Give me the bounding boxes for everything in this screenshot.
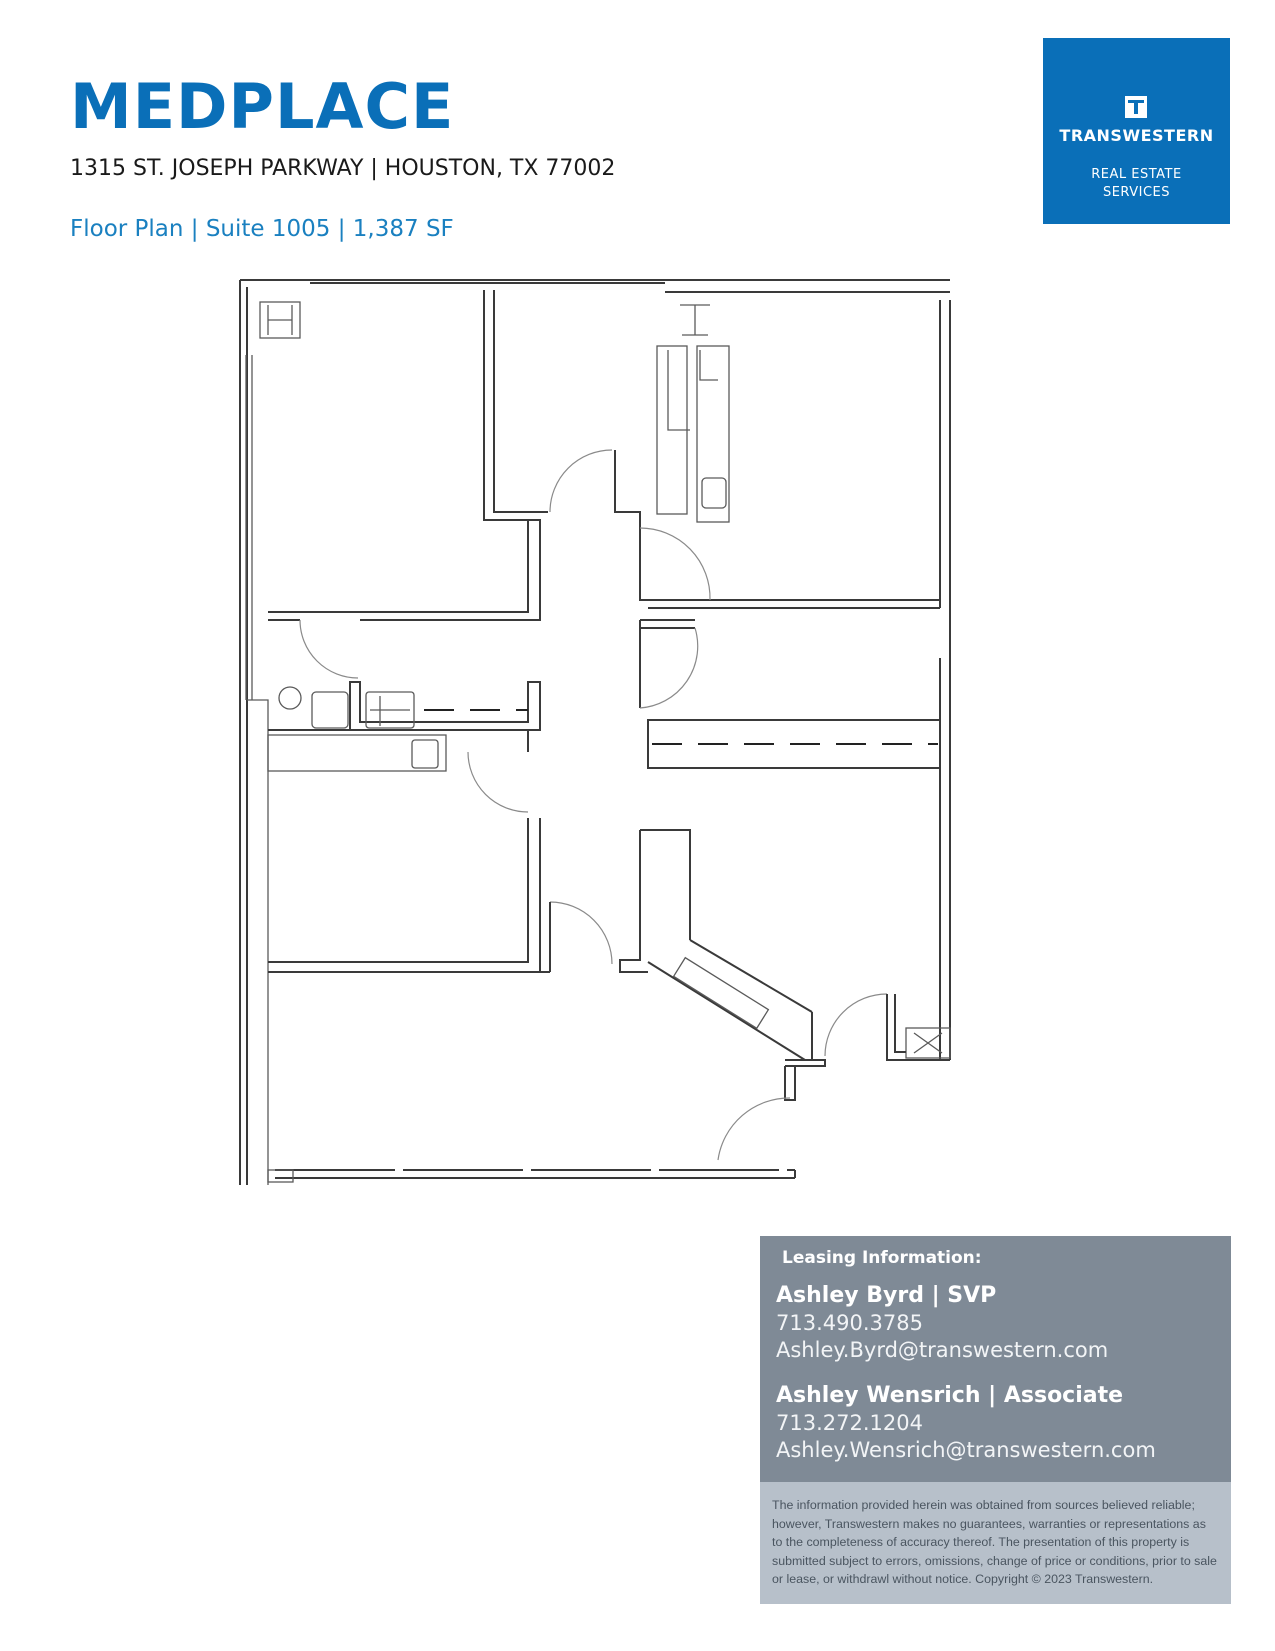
disclaimer-text: The information provided herein was obta… — [760, 1482, 1231, 1604]
property-address: 1315 ST. JOSEPH PARKWAY | HOUSTON, TX 77… — [70, 156, 616, 181]
office-lower-center — [540, 829, 826, 1101]
logo-tagline: REAL ESTATE SERVICES — [1043, 166, 1230, 202]
counter-right — [647, 719, 941, 769]
office-top-left — [268, 519, 541, 679]
contact-email: Ashley.Byrd@transwestern.com — [776, 1338, 1109, 1362]
contact-card: Ashley Byrd | SVP 713.490.3785 Ashley.By… — [776, 1282, 1108, 1364]
contact-email: Ashley.Wensrich@transwestern.com — [776, 1438, 1156, 1462]
contact-name: Ashley Wensrich | Associate — [776, 1383, 1124, 1408]
logo-tagline-line-1: REAL ESTATE — [1091, 167, 1182, 182]
leasing-information-panel: Leasing Information: Ashley Byrd | SVP 7… — [760, 1236, 1231, 1482]
contact-phone: 713.272.1204 — [776, 1411, 923, 1435]
logo-brand-name: TRANSWESTERN — [1059, 126, 1214, 145]
columns — [259, 301, 951, 1183]
contact-name: Ashley Byrd | SVP — [776, 1283, 997, 1308]
office-lower-left — [268, 730, 541, 973]
office-top-middle — [483, 290, 641, 521]
contact-phone: 713.490.3785 — [776, 1311, 923, 1335]
transwestern-logo: TRANSWESTERN REAL ESTATE SERVICES — [1043, 38, 1230, 224]
cabinets-top — [656, 345, 730, 523]
property-title: MEDPLACE — [70, 70, 455, 143]
exterior-walls — [239, 279, 951, 1185]
logo-tagline-line-2: SERVICES — [1102, 185, 1171, 200]
floor-plan-subtitle: Floor Plan | Suite 1005 | 1,387 SF — [70, 216, 454, 242]
floor-plan-drawing — [239, 279, 951, 1185]
counter-left — [267, 681, 541, 772]
leasing-heading: Leasing Information: — [782, 1248, 982, 1268]
left-window — [245, 355, 269, 1185]
office-lower-right — [824, 993, 950, 1061]
contact-card: Ashley Wensrich | Associate 713.272.1204… — [776, 1382, 1156, 1464]
entry-door — [717, 1097, 791, 1161]
transwestern-t-icon — [1125, 96, 1147, 118]
office-top-right — [639, 520, 940, 709]
